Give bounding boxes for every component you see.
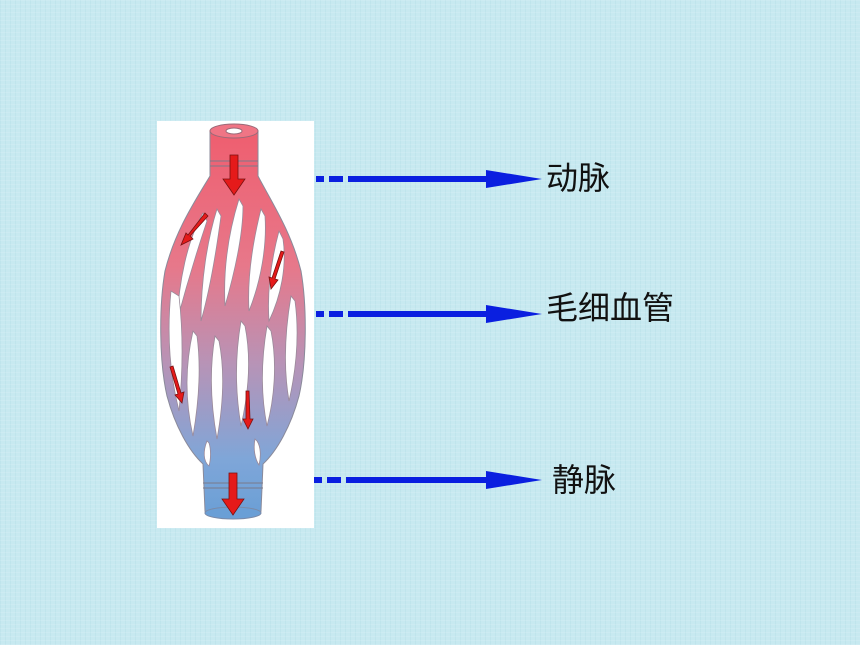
pointer-vein: [314, 471, 542, 489]
label-vein: 静脉: [552, 461, 617, 499]
label-artery: 动脉: [546, 159, 611, 197]
flow-arrow-lower-left: [169, 365, 185, 404]
flow-arrows: [169, 154, 285, 516]
flow-arrow-upper-left: [180, 212, 209, 246]
label-capillary: 毛细血管: [546, 289, 675, 327]
flow-arrow-top: [222, 154, 246, 196]
flow-arrow-upper-right: [268, 250, 285, 290]
pointer-capillary: [316, 305, 542, 323]
flow-arrow-bottom: [221, 472, 245, 516]
blood-vessel-diagram: [157, 121, 314, 528]
flow-arrow-lower-right: [242, 390, 254, 430]
pointer-artery: [316, 170, 542, 188]
